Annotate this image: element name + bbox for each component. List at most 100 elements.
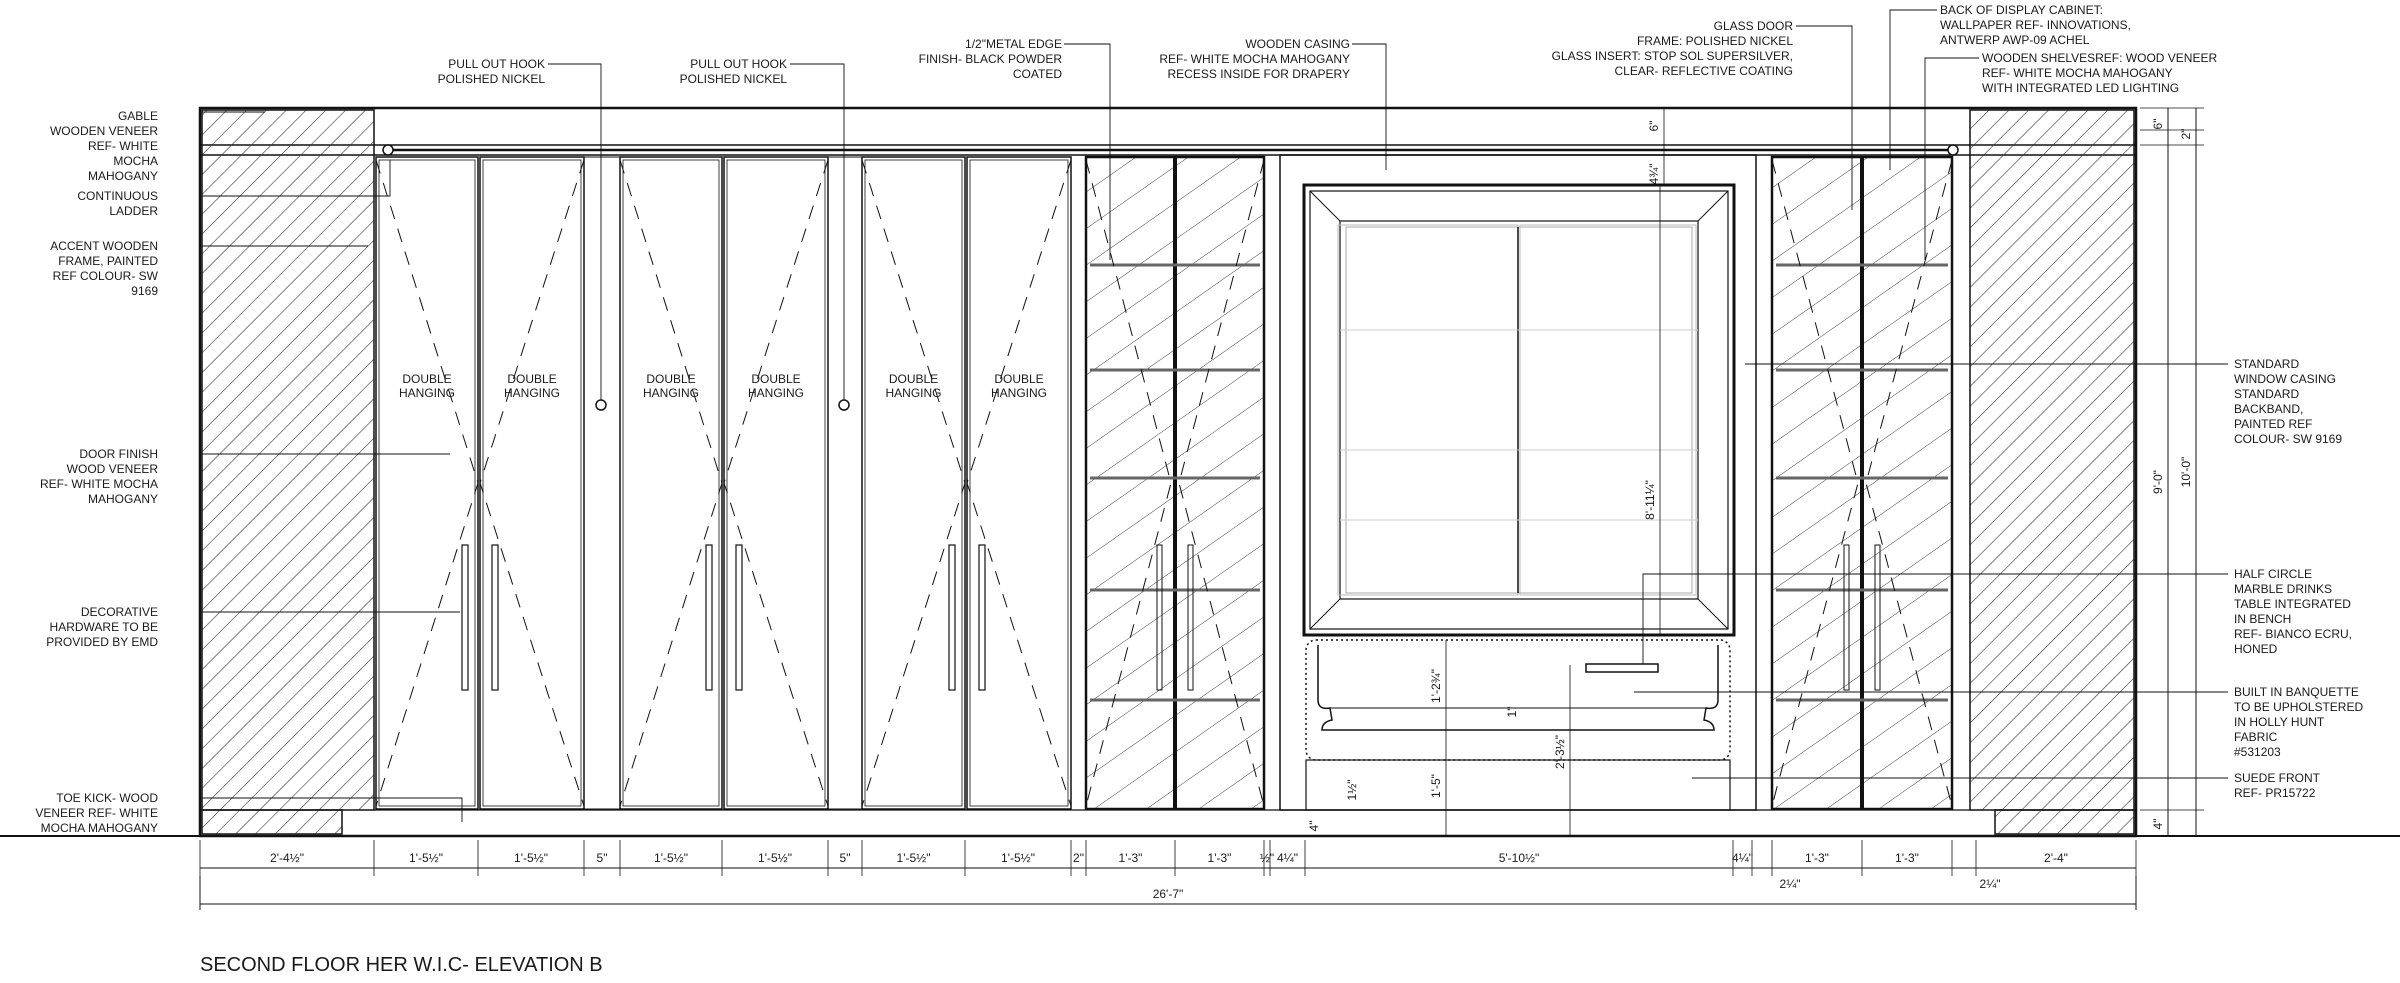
dimension-label: 1'-5" <box>1429 774 1443 798</box>
dimension-label: 1'-3" <box>1208 851 1232 865</box>
dimension-label: 4" <box>1307 821 1321 832</box>
leader-line <box>1642 573 2228 664</box>
dimension-label: 1'-3" <box>1119 851 1143 865</box>
cabinet-handle[interactable] <box>1156 544 1163 691</box>
ladder-end-right <box>1947 144 1959 156</box>
leader-line <box>1889 9 1937 170</box>
pull-out-hook-1 <box>595 399 607 411</box>
dimension-label: 2¼" <box>1780 877 1801 891</box>
toe-kick-left <box>201 809 343 835</box>
dimension-label: 1½" <box>1345 780 1359 801</box>
leader-line <box>202 160 391 197</box>
drinks-table <box>1585 663 1659 673</box>
dimension-label: 1'-5½" <box>409 851 443 865</box>
dimension-label: 10'-0" <box>2179 457 2193 488</box>
overall-dimension: 26'-7" <box>1153 887 1184 901</box>
banquette <box>1305 639 1731 811</box>
toe-kick-right <box>1994 809 2135 835</box>
display-cabinet[interactable] <box>1770 155 1954 811</box>
dimension-label: 1'-3" <box>1895 851 1919 865</box>
leader-line <box>1924 57 1979 260</box>
gable-right <box>1969 109 2135 811</box>
dimension-label: 5'-10½" <box>1499 851 1540 865</box>
leader-line <box>1352 43 1387 170</box>
dimension-label: 1'-5½" <box>897 851 931 865</box>
note-back-cabinet: BACK OF DISPLAY CABINET:WALLPAPER REF- I… <box>1940 3 2131 47</box>
door-handle[interactable] <box>705 544 713 691</box>
dimension-label: 1'-3" <box>1805 851 1829 865</box>
inner-dimensions: 6"4¾"8'-11¼"1'-2¾"1"2'-3½"1'-5"1½"4" <box>1307 108 1665 836</box>
dimension-label: 5" <box>840 851 851 865</box>
cabinet-handle[interactable] <box>1187 544 1194 691</box>
dimension-label: 4¼" <box>1732 851 1753 865</box>
leader-line <box>1064 43 1111 260</box>
elevation-outline <box>198 106 2138 838</box>
dimension-label: 1'-5½" <box>758 851 792 865</box>
pull-out-hook-2 <box>838 399 850 411</box>
dimension-label: 5" <box>597 851 608 865</box>
dimension-label: 4" <box>2151 819 2165 830</box>
leader-line <box>1796 25 1853 210</box>
dimension-label: 4¼" <box>1277 851 1298 865</box>
leader-lines <box>202 9 2228 822</box>
door-handle[interactable] <box>735 544 743 691</box>
dimension-label: 1'-5½" <box>514 851 548 865</box>
display-cabinet[interactable] <box>1084 155 1266 811</box>
door-handle[interactable] <box>948 544 956 691</box>
cabinet-handle[interactable] <box>1874 544 1881 691</box>
leader-line <box>548 63 602 400</box>
dimension-label: ½" <box>1260 851 1274 865</box>
dimension-label: 4¾" <box>1647 164 1661 185</box>
dimension-label: 1'-5½" <box>654 851 688 865</box>
dimension-label: 1'-2¾" <box>1429 669 1443 703</box>
dimension-label: 2" <box>1073 851 1084 865</box>
door-gap-panel <box>827 156 863 810</box>
window <box>1279 154 1757 811</box>
cabinet-handle[interactable] <box>1843 544 1850 691</box>
display-cabinets <box>1084 155 1954 811</box>
dimension-label: 1'-5½" <box>1001 851 1035 865</box>
door-gap-panel <box>583 156 621 810</box>
dimension-label: 2'-4½" <box>270 851 304 865</box>
leader-line <box>790 63 845 400</box>
door-handle[interactable] <box>491 544 499 691</box>
door-handle[interactable] <box>461 544 469 691</box>
gable-left <box>201 109 375 811</box>
dimension-label: 2'-4" <box>2044 851 2068 865</box>
dimension-label: 9'-0" <box>2151 470 2165 494</box>
door-handle[interactable] <box>978 544 986 691</box>
drawing-title: SECOND FLOOR HER W.I.C- ELEVATION B <box>200 954 603 976</box>
dimension-label: 1" <box>1505 707 1519 718</box>
dimension-label: 6" <box>1647 121 1661 132</box>
dimension-label: 2'-3½" <box>1553 735 1567 769</box>
